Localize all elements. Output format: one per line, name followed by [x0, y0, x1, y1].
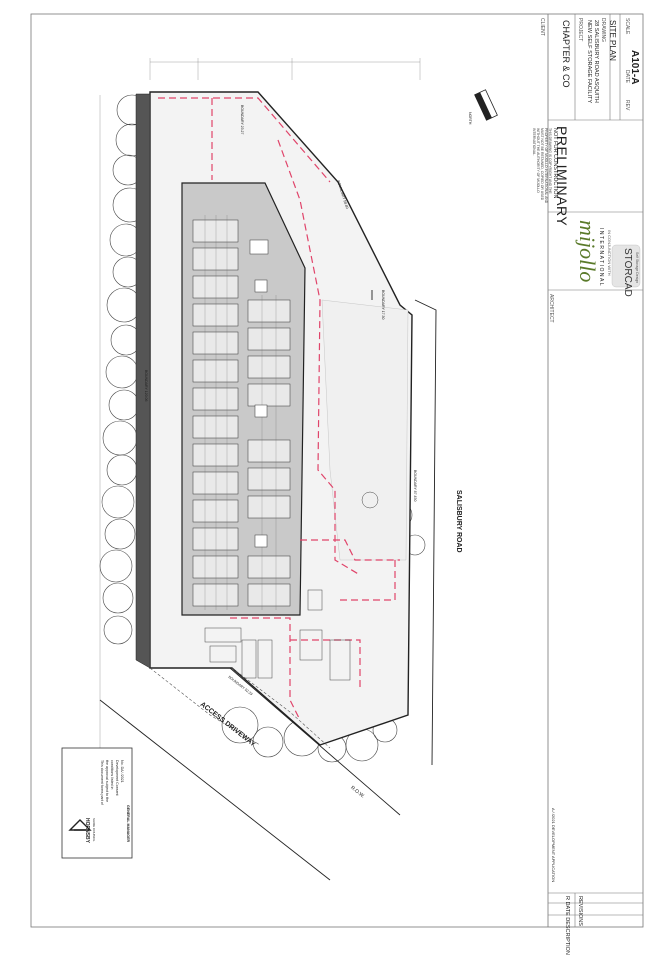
- council-logo-icon: [68, 819, 92, 831]
- project-line1: NEW SELF STORAGE FACILITY: [586, 20, 592, 104]
- setback-lines: [158, 97, 400, 721]
- council-logo-text: HORNSBY: [84, 818, 90, 844]
- storage-units: [192, 219, 291, 607]
- stamp-signatory: GENERAL MANAGER: [126, 805, 130, 843]
- drawing-title: SITE PLAN: [608, 20, 617, 61]
- stamp-line-5: No. DA/ /2021: [120, 760, 124, 783]
- client-name: CHAPTER & CO: [561, 20, 571, 88]
- north-arrow-icon: [474, 89, 498, 121]
- client-label: CLIENT: [539, 18, 545, 36]
- dimension-lines: [99, 58, 421, 765]
- partner-name: STORCAD: [622, 248, 633, 297]
- stamp-line-4: Development Consent: [115, 760, 119, 796]
- revision-entry: A / /2021 DEVELOPMENT APPLICATION: [551, 808, 556, 883]
- boundary-label-1: BOUNDARY 23.27: [240, 105, 244, 135]
- revisions-label: REVISIONS: [577, 896, 583, 926]
- dashed-driveway: [149, 667, 331, 749]
- storcad-badge: [611, 244, 641, 288]
- boundary-label-4: BOUNDARY 87.450: [413, 470, 417, 502]
- drawing-label: DRAWING: [600, 18, 606, 42]
- partner-sub: Self Storage Design: [635, 252, 639, 284]
- firm-name: mijollo: [575, 220, 600, 283]
- unit-grid-lines: [204, 215, 277, 610]
- project-label: PROJECT: [577, 18, 583, 42]
- landscape-zone: [321, 299, 409, 561]
- council-logo-sub: SHIRE COUNCIL: [92, 818, 96, 842]
- rev-label: REV: [624, 100, 630, 111]
- title-status-sub: NOT FOR CONSTRUCTION: [552, 128, 558, 199]
- architect-label: ARCHITECT: [548, 294, 554, 323]
- title-block-grid: [548, 14, 643, 927]
- trees-left: [99, 94, 426, 763]
- revision-header: R DATE DESCRIPTION: [564, 896, 570, 955]
- building-cores: [249, 239, 269, 548]
- sheet-border: [30, 13, 644, 928]
- project-line2: 28 SALISBURY ROAD ASQUITH: [593, 20, 599, 103]
- parking-area: [204, 491, 379, 681]
- north-label: NORTH: [468, 112, 472, 125]
- road-label: SALISBURY ROAD: [455, 490, 462, 553]
- boundary-label-5: BOUNDARY 120.06: [144, 370, 148, 402]
- firm-sub: INTERNATIONAL: [598, 228, 604, 288]
- stamp-line-1: This document forms part of: [100, 760, 104, 805]
- conjunction-label: IN CONJUNCTION WITH: [607, 230, 612, 276]
- stamp-line-3: conditions listed in: [110, 760, 114, 790]
- road-edges: [99, 290, 437, 881]
- date-label: DATE: [624, 70, 630, 83]
- drawing-number: A101-A: [629, 50, 640, 85]
- scale-label: SCALE: [624, 18, 630, 35]
- copyright-note: THIS DRAWING IS COPYRIGHT AND THE PROPER…: [532, 128, 552, 204]
- stamp-line-2: the approval subject to the: [105, 760, 109, 803]
- council-stamp-box: [61, 747, 133, 859]
- boundary-label-3: BOUNDARY 17.30: [381, 290, 385, 320]
